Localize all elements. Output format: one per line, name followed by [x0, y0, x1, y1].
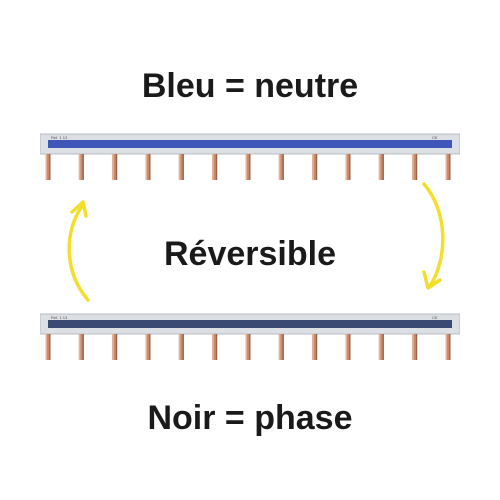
- busbar-bottom-pin: [345, 334, 351, 360]
- busbar-top-pin: [45, 154, 51, 180]
- busbar-bottom-pin: [212, 334, 218, 360]
- curved-arrow-down-icon: [422, 182, 445, 290]
- busbar-bottom-stripe: [48, 320, 452, 328]
- busbar-top-pin: [145, 154, 151, 180]
- busbar-top-pin: [112, 154, 118, 180]
- busbar-top-pin: [278, 154, 284, 180]
- reversible-label: Réversible: [164, 235, 336, 273]
- busbar-top-pin: [412, 154, 418, 180]
- busbar-top-pin: [378, 154, 384, 180]
- busbar-top-print-right: CE: [432, 135, 438, 140]
- busbar-bottom-pin: [145, 334, 151, 360]
- busbar-bottom-pin: [245, 334, 251, 360]
- busbar-top-pin: [178, 154, 184, 180]
- busbar-bottom-print-right: CE: [432, 315, 438, 320]
- busbar-bottom-pin: [178, 334, 184, 360]
- busbar-top-print-left: Ref. 1 13: [51, 135, 68, 140]
- busbar-bottom-pin: [45, 334, 51, 360]
- busbar-top-pin: [345, 154, 351, 180]
- arrow-left-head: [70, 200, 88, 218]
- busbar-bottom-pin: [278, 334, 284, 360]
- arrow-left-curve: [67, 204, 90, 302]
- arrow-right-head: [422, 270, 442, 290]
- busbar-top-stripe: [48, 140, 452, 148]
- curved-arrow-up-icon: [67, 200, 90, 302]
- busbar-bottom-pin: [112, 334, 118, 360]
- busbar-bottom-pin: [378, 334, 384, 360]
- title-phase: Noir = phase: [147, 399, 353, 437]
- busbar-bottom-pin: [312, 334, 318, 360]
- busbar-bottom-pin: [445, 334, 451, 360]
- busbar-blue-neutral: Ref. 1 13 CE: [40, 133, 460, 180]
- busbar-black-phase: Ref. 1 13 CE: [40, 313, 460, 360]
- arrow-right-curve: [422, 182, 445, 288]
- busbar-top-pin: [445, 154, 451, 180]
- busbar-bottom-pin: [78, 334, 84, 360]
- busbar-top-pin: [312, 154, 318, 180]
- busbar-bottom-print-left: Ref. 1 13: [51, 315, 68, 320]
- busbar-top-pin: [78, 154, 84, 180]
- busbar-top-pin: [245, 154, 251, 180]
- title-neutral: Bleu = neutre: [141, 67, 359, 105]
- busbar-top-pin: [212, 154, 218, 180]
- busbar-bottom-pin: [412, 334, 418, 360]
